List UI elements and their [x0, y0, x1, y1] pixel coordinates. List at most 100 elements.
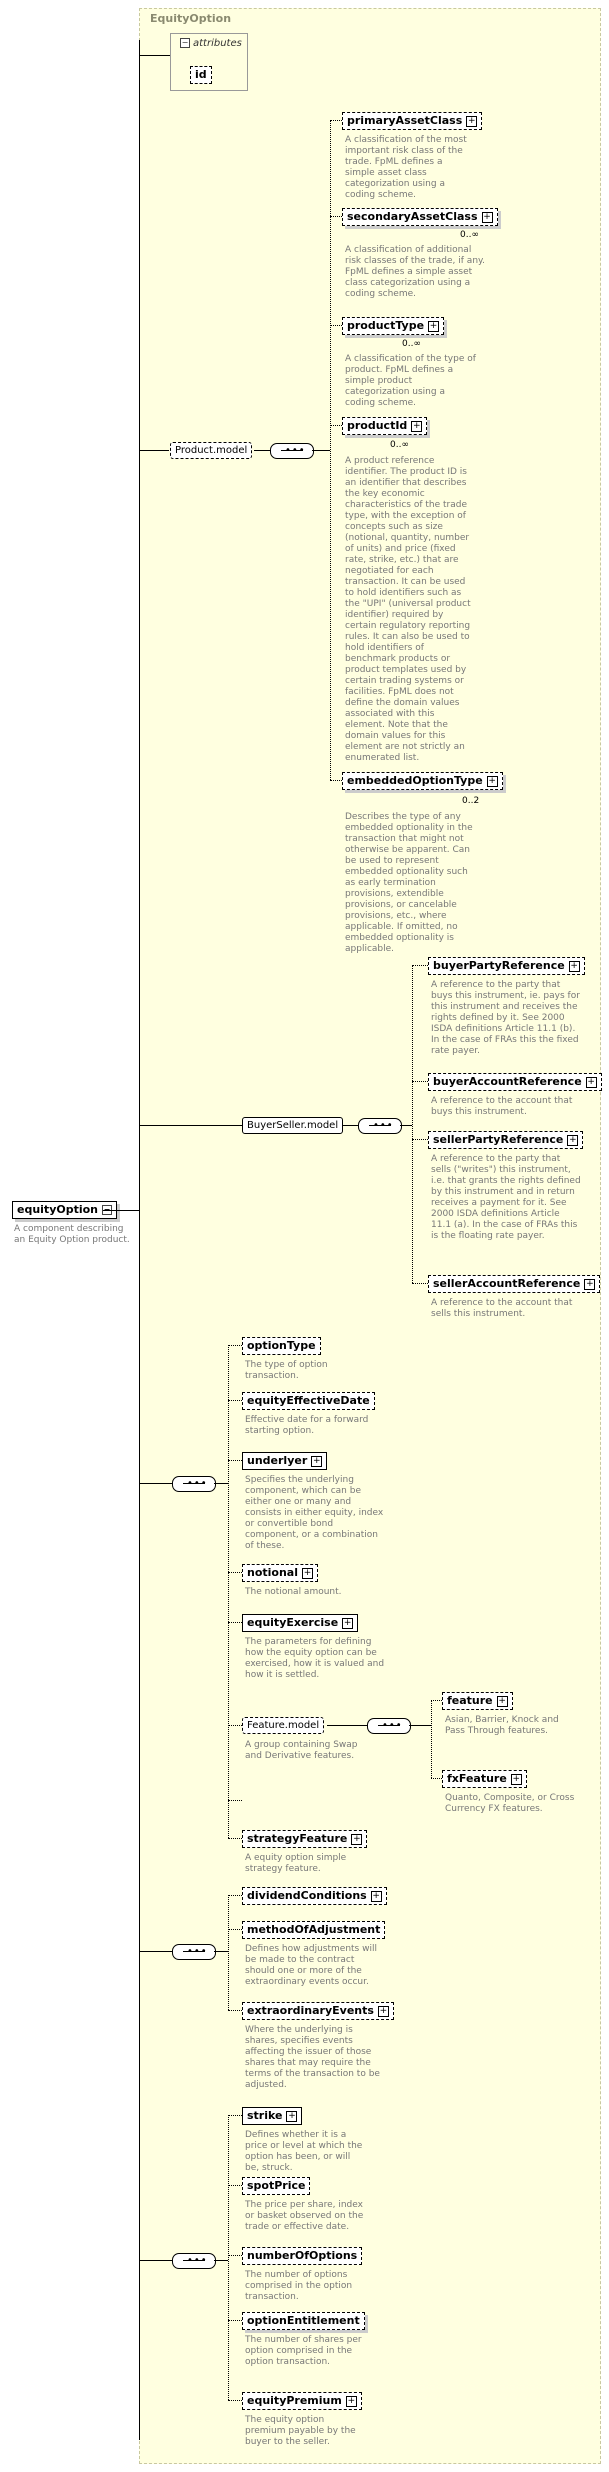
connector: [228, 2185, 242, 2186]
description: A reference to the party that buys this …: [431, 980, 580, 1056]
sequence-compositor[interactable]: •••: [358, 1118, 402, 1134]
expand-icon[interactable]: +: [411, 420, 423, 432]
connector: [330, 325, 342, 326]
connector: [139, 1125, 242, 1126]
expand-icon[interactable]: +: [510, 1773, 522, 1785]
connector: [214, 1483, 228, 1484]
spine: [139, 40, 140, 2440]
expand-icon[interactable]: +: [481, 211, 493, 223]
element-embeddedOptionType[interactable]: embeddedOptionType+: [342, 772, 503, 790]
connector: [228, 2115, 242, 2116]
connector: [214, 1951, 228, 1952]
element-label: equityEffectiveDate: [247, 1394, 370, 1407]
element-strategyFeature[interactable]: strategyFeature+: [242, 1830, 368, 1848]
expand-icon[interactable]: +: [496, 1695, 508, 1707]
group-feature-model[interactable]: Feature.model: [242, 1717, 325, 1734]
expand-icon[interactable]: +: [584, 1278, 596, 1290]
element-productId[interactable]: productId+: [342, 417, 428, 435]
element-productType[interactable]: productType+: [342, 317, 445, 335]
description: The notional amount.: [245, 1587, 342, 1597]
element-secondaryAssetClass[interactable]: secondaryAssetClass+: [342, 208, 498, 226]
connector: [342, 1125, 358, 1126]
element-fxFeature[interactable]: fxFeature+: [442, 1770, 527, 1788]
expand-icon[interactable]: +: [286, 2110, 298, 2122]
group-buyer-seller-model[interactable]: BuyerSeller.model: [242, 1117, 344, 1134]
connector: [228, 2400, 242, 2401]
connector: [139, 1483, 172, 1484]
connector: [228, 2010, 242, 2011]
element-primaryAssetClass[interactable]: primaryAssetClass+: [342, 112, 483, 130]
element-equityExercise[interactable]: equityExercise+: [242, 1614, 359, 1632]
element-label: methodOfAdjustment: [247, 1923, 381, 1936]
description: Specifies the underlying component, whic…: [245, 1475, 384, 1551]
expand-icon[interactable]: +: [370, 1890, 382, 1902]
collapse-icon[interactable]: −: [180, 38, 190, 48]
sequence-compositor[interactable]: •••: [270, 443, 314, 459]
element-label: productType: [347, 319, 425, 332]
element-numberOfOptions[interactable]: numberOfOptions: [242, 2247, 363, 2265]
element-buyerPartyReference[interactable]: buyerPartyReference+: [428, 957, 585, 975]
description: A equity option simple strategy feature.: [245, 1853, 347, 1874]
description: A group containing Swap and Derivative f…: [245, 1740, 358, 1761]
element-feature[interactable]: feature+: [442, 1692, 513, 1710]
expand-icon[interactable]: +: [567, 1134, 579, 1146]
expand-icon[interactable]: +: [302, 1567, 313, 1579]
description: The number of options comprised in the o…: [245, 2270, 353, 2302]
expand-icon[interactable]: +: [345, 2395, 357, 2407]
description: Defines how adjustments will be made to …: [245, 1944, 377, 1987]
expand-icon[interactable]: +: [311, 1455, 323, 1467]
connector: [228, 2255, 242, 2256]
element-label: equityPremium: [247, 2394, 342, 2407]
element-label: strategyFeature: [247, 1832, 348, 1845]
description: The price per share, index or basket obs…: [245, 2200, 364, 2232]
expand-icon[interactable]: +: [585, 1076, 597, 1088]
sequence-compositor[interactable]: •••: [172, 1476, 216, 1492]
connector: [254, 450, 270, 451]
element-optionEntitlement[interactable]: optionEntitlement: [242, 2312, 365, 2330]
element-buyerAccountReference[interactable]: buyerAccountReference+: [428, 1073, 602, 1091]
expand-icon[interactable]: +: [428, 320, 440, 332]
expand-icon[interactable]: +: [486, 775, 498, 787]
description: A reference to the account that sells th…: [431, 1298, 573, 1319]
expand-icon[interactable]: +: [568, 960, 580, 972]
element-underlyer[interactable]: underlyer+: [242, 1452, 328, 1470]
connector: [412, 1139, 428, 1140]
connector: [431, 1778, 442, 1779]
element-methodOfAdjustment[interactable]: methodOfAdjustment: [242, 1921, 386, 1939]
element-optionType[interactable]: optionType: [242, 1337, 321, 1355]
root-element-label: equityOption: [17, 1203, 99, 1216]
expand-icon[interactable]: +: [466, 115, 478, 127]
branch-line: [412, 965, 413, 1283]
element-strike[interactable]: strike+: [242, 2107, 303, 2125]
connector: [330, 120, 342, 121]
description: Quanto, Composite, or Cross Currency FX …: [445, 1793, 575, 1814]
connector: [330, 780, 342, 781]
element-notional[interactable]: notional+: [242, 1564, 318, 1582]
attribute-id[interactable]: id: [190, 66, 212, 84]
element-sellerAccountReference[interactable]: sellerAccountReference+: [428, 1275, 601, 1293]
element-equityEffectiveDate[interactable]: equityEffectiveDate: [242, 1392, 375, 1410]
connector: [412, 965, 428, 966]
sequence-compositor[interactable]: •••: [172, 2253, 216, 2269]
element-spotPrice[interactable]: spotPrice: [242, 2177, 311, 2195]
attributes-header[interactable]: −attributes: [180, 38, 242, 49]
element-dividendConditions[interactable]: dividendConditions+: [242, 1887, 387, 1905]
connector: [228, 2320, 242, 2321]
group-product-model[interactable]: Product.model: [170, 442, 253, 459]
connector: [228, 1725, 242, 1726]
expand-icon[interactable]: +: [342, 1617, 354, 1629]
sequence-compositor[interactable]: •••: [172, 1944, 216, 1960]
group-label: BuyerSeller.model: [247, 1120, 339, 1131]
element-extraordinaryEvents[interactable]: extraordinaryEvents+: [242, 2002, 394, 2020]
expand-icon[interactable]: +: [377, 2005, 389, 2017]
element-sellerPartyReference[interactable]: sellerPartyReference+: [428, 1131, 584, 1149]
description: The type of option transaction.: [245, 1360, 328, 1381]
group-title: EquityOption: [150, 12, 232, 25]
branch-line: [330, 120, 331, 780]
root-element-equityOption[interactable]: equityOption−: [12, 1201, 118, 1219]
sequence-compositor[interactable]: •••: [367, 1718, 411, 1734]
element-equityPremium[interactable]: equityPremium+: [242, 2392, 362, 2410]
connector: [412, 1283, 428, 1284]
element-label: embeddedOptionType: [347, 774, 483, 787]
expand-icon[interactable]: +: [351, 1833, 363, 1845]
